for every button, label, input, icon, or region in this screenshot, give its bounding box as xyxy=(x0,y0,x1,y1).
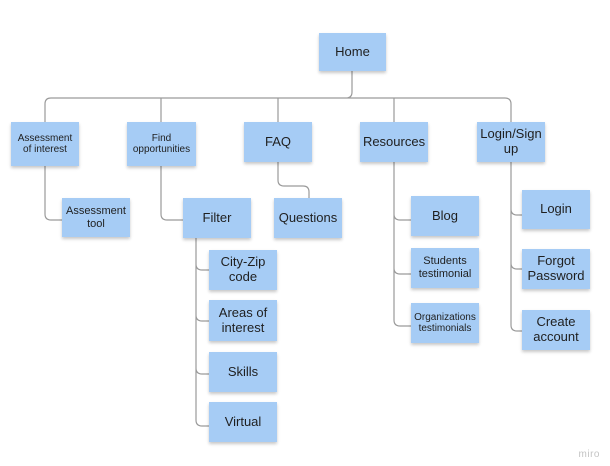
node-assessment-tool[interactable]: Assessment tool xyxy=(62,198,130,237)
node-forgot-password[interactable]: Forgot Password xyxy=(522,249,590,289)
connector-filter-to-options xyxy=(195,238,209,427)
node-find-opportunities[interactable]: Find opportunities xyxy=(127,122,196,166)
node-students-testimonial[interactable]: Students testimonial xyxy=(411,248,479,288)
node-home[interactable]: Home xyxy=(319,33,386,71)
connector-home-to-categories xyxy=(44,71,512,122)
connector-assessment-to-tool xyxy=(44,166,62,221)
node-skills[interactable]: Skills xyxy=(209,352,277,392)
node-assessment-of-interest[interactable]: Assessment of interest xyxy=(11,122,79,166)
connector-login-to-children xyxy=(510,162,522,332)
connector-resources-to-children xyxy=(393,162,411,327)
node-faq[interactable]: FAQ xyxy=(244,122,312,162)
node-filter[interactable]: Filter xyxy=(183,198,251,238)
node-login-sign-up[interactable]: Login/Sign up xyxy=(477,122,545,162)
node-city-zip-code[interactable]: City-Zip code xyxy=(209,250,277,290)
node-login[interactable]: Login xyxy=(522,190,590,229)
node-areas-of-interest[interactable]: Areas of interest xyxy=(209,300,277,341)
node-create-account[interactable]: Create account xyxy=(522,310,590,350)
node-organizations-testimonials[interactable]: Organizations testimonials xyxy=(411,303,479,343)
node-blog[interactable]: Blog xyxy=(411,196,479,236)
node-virtual[interactable]: Virtual xyxy=(209,402,277,442)
connector-find-to-filter xyxy=(160,166,183,221)
miro-logo: miro xyxy=(578,449,600,460)
connector-faq-to-questions xyxy=(277,162,310,198)
node-resources[interactable]: Resources xyxy=(360,122,428,162)
node-questions[interactable]: Questions xyxy=(274,198,342,238)
